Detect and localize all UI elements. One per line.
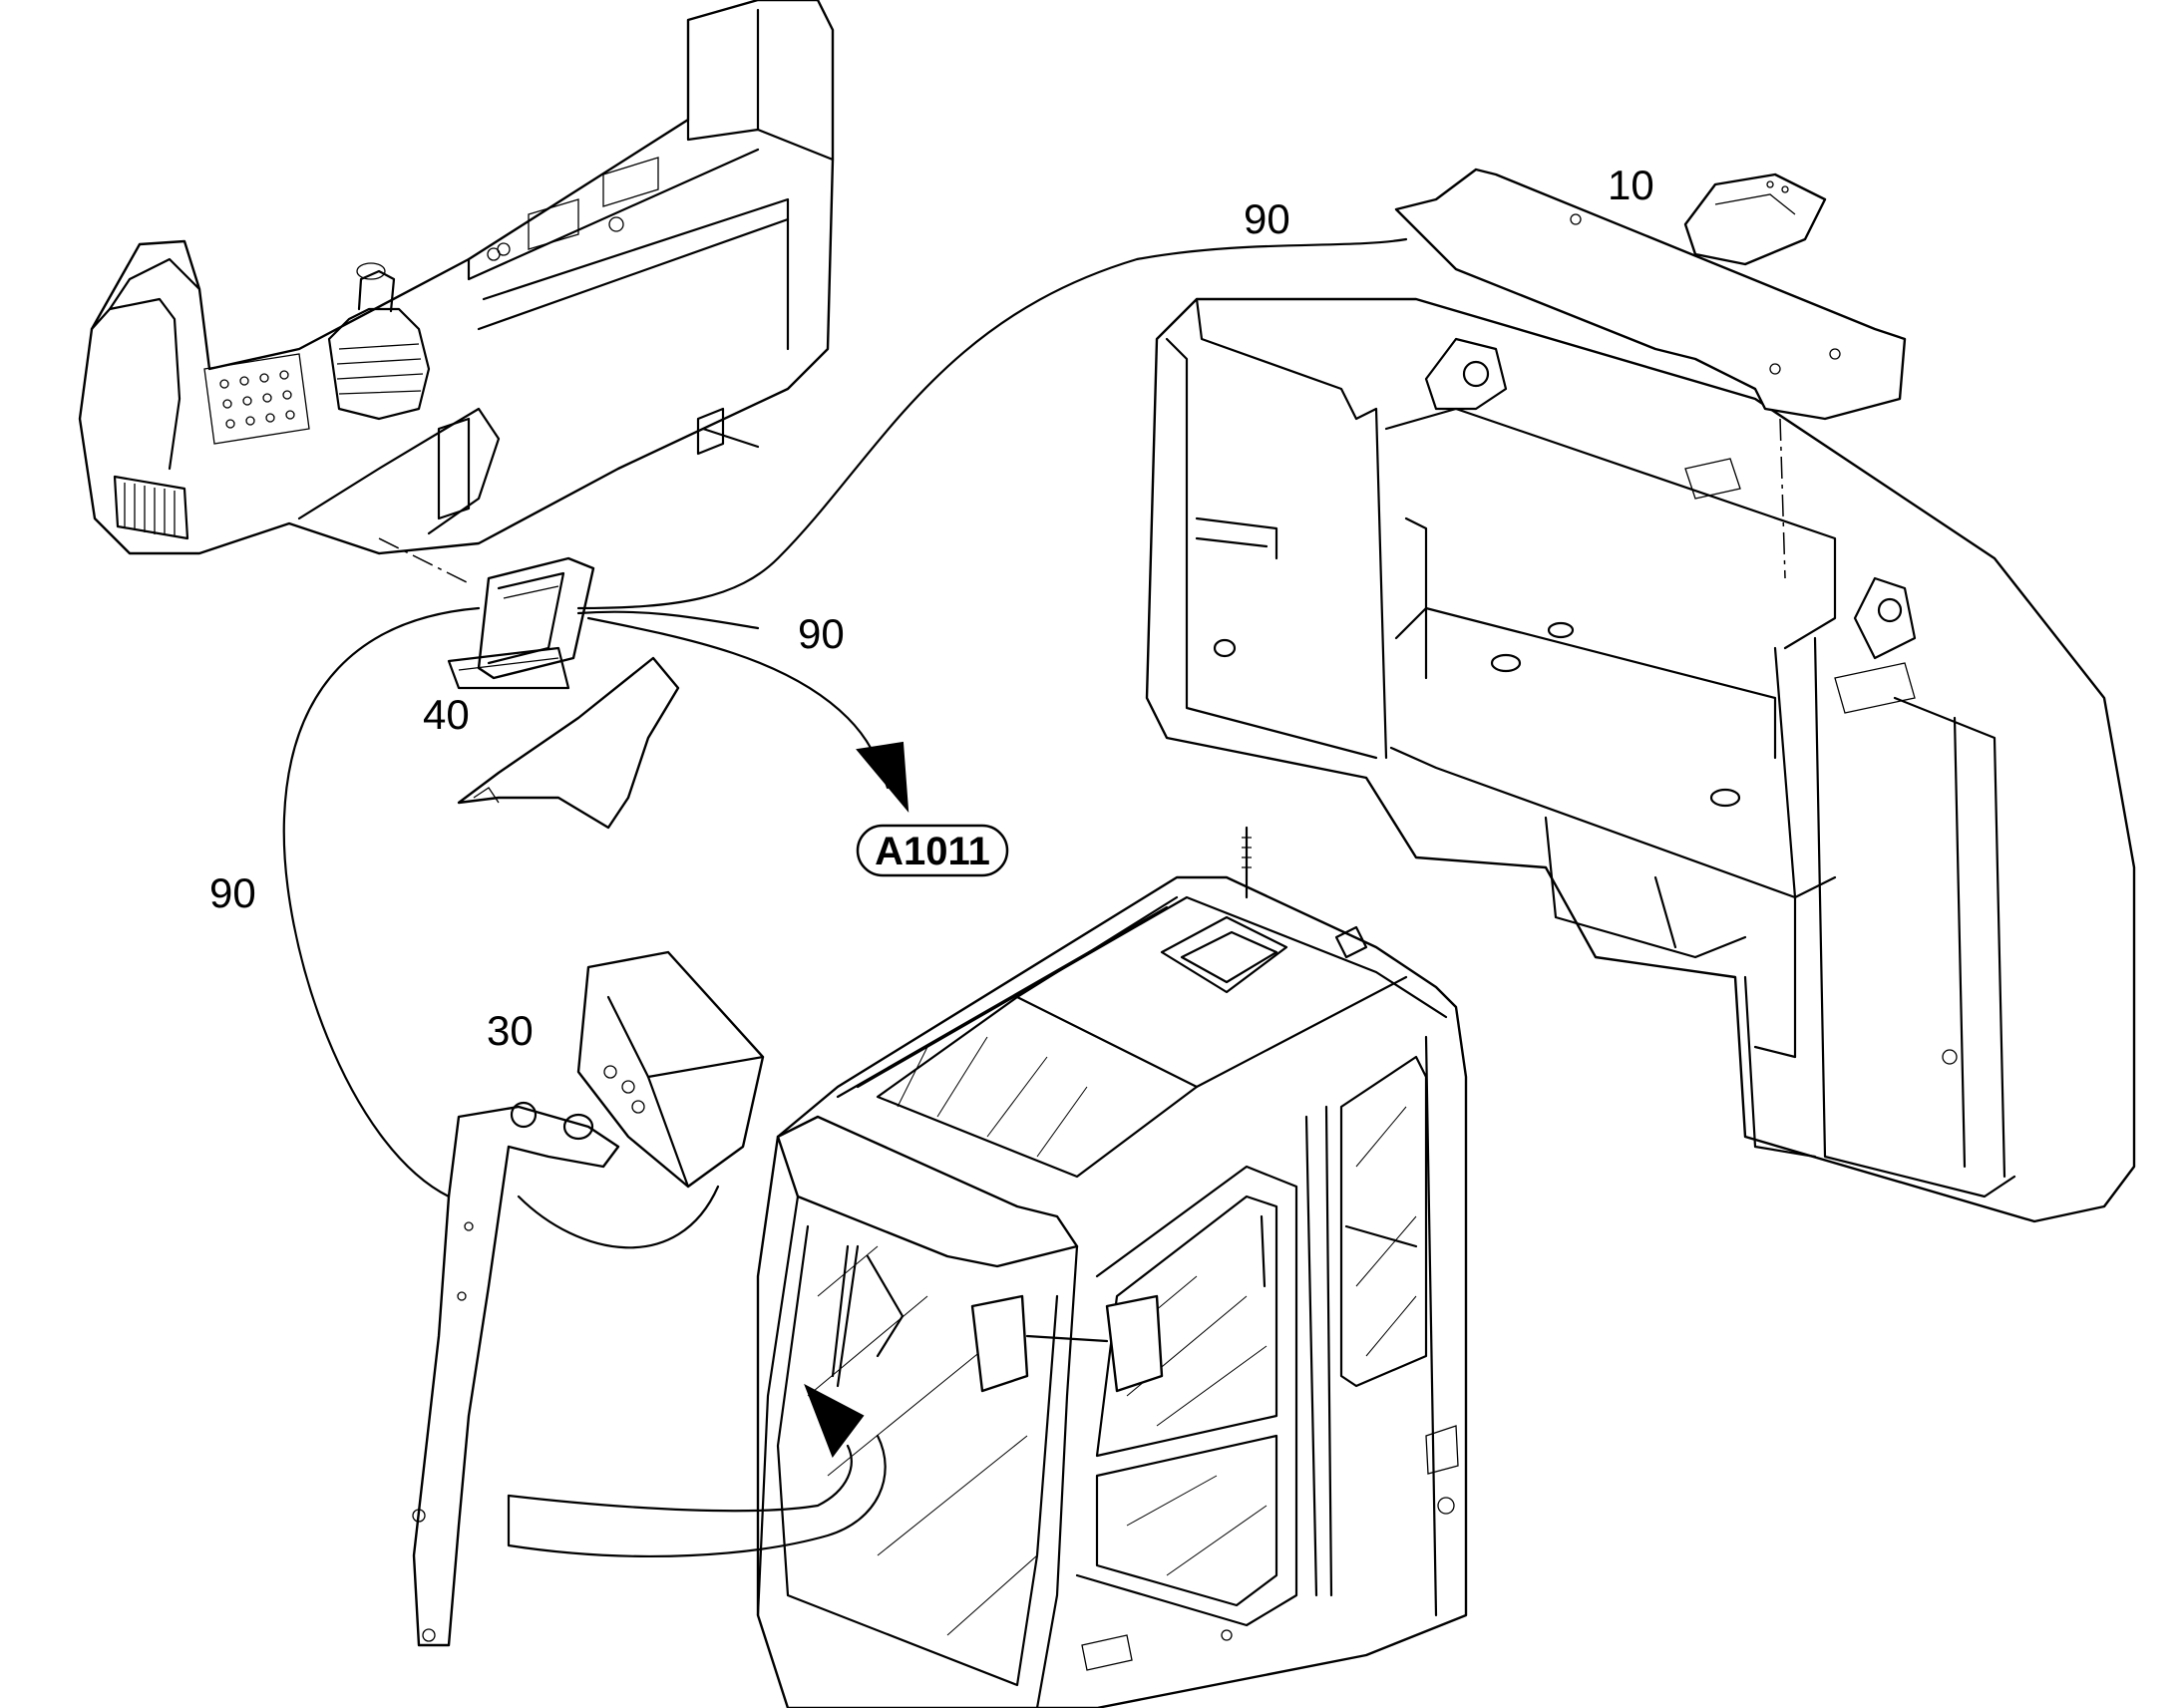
switch-module-part-10 <box>1683 172 1827 266</box>
bracket-part-40 <box>447 556 595 690</box>
cover-panel <box>457 656 680 830</box>
reference-badge[interactable]: A1011 <box>856 824 1009 877</box>
operator-control-console <box>78 0 835 584</box>
wire-harness-lines <box>282 237 1408 1557</box>
counterweight-frame <box>1145 297 2136 1223</box>
callout-90-left: 90 <box>209 869 256 916</box>
callout-10: 10 <box>1608 162 1654 208</box>
reference-badge-frame <box>856 824 1009 877</box>
reference-label: A1011 <box>875 830 990 873</box>
operator-cab <box>756 826 1468 1708</box>
callout-90-mid: 90 <box>798 610 845 657</box>
cover-plate <box>1394 168 1907 579</box>
arrow-to-a1011-icon <box>856 741 909 814</box>
mirror-arm-bracket <box>412 1101 620 1647</box>
callout-90-top: 90 <box>1244 195 1290 242</box>
arrow-to-cab-icon <box>804 1383 865 1459</box>
mirror-part-30 <box>576 950 765 1189</box>
callout-40: 40 <box>423 691 470 738</box>
callout-30: 30 <box>487 1007 534 1054</box>
